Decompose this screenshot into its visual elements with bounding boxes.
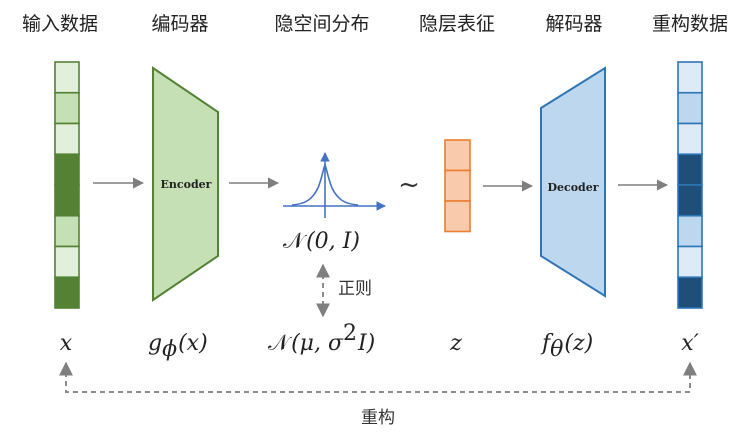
sampling-tilde: ~ — [398, 170, 420, 200]
gaussian-plot — [283, 152, 386, 218]
output-vector-cell-7 — [677, 245, 703, 279]
prior-distribution-label: 𝒩(0, I) — [283, 229, 360, 254]
header-reconstructed-data: 重构数据 — [652, 13, 728, 35]
decoder-func-arg: (z) — [564, 331, 593, 356]
encoder-label: Encoder — [161, 178, 212, 191]
header-input-data: 输入数据 — [22, 13, 98, 35]
decoder-label: Decoder — [547, 181, 598, 194]
posterior-close: I) — [357, 331, 375, 356]
prior-args: (0, I) — [306, 229, 360, 254]
latent-vector-cell-3 — [444, 200, 471, 233]
latent-vector-cell-1 — [444, 139, 471, 172]
posterior-n-symbol: 𝒩 — [268, 331, 292, 356]
regularization-label: 正则 — [338, 279, 372, 299]
posterior-distribution-label: 𝒩(μ, σ2I) — [268, 321, 375, 356]
output-vector-cell-6 — [677, 214, 703, 248]
input-symbol: x — [60, 331, 73, 356]
encoder-block — [152, 66, 219, 302]
prior-n-symbol: 𝒩 — [283, 229, 307, 254]
input-vector-cell-6 — [54, 214, 80, 248]
input-vector-cell-5 — [54, 184, 80, 217]
header-latent-representation: 隐层表征 — [419, 13, 495, 35]
output-vector-cell-3 — [677, 122, 703, 156]
output-symbol: x′ — [681, 331, 698, 356]
input-vector-cell-8 — [54, 276, 80, 309]
output-vector-cell-4 — [677, 153, 703, 186]
input-vector-cell-7 — [54, 245, 80, 279]
input-vector-cell-4 — [54, 153, 80, 186]
encoder-func-arg: (x) — [178, 331, 208, 356]
output-vector-cell-2 — [677, 91, 703, 125]
gaussian-curve — [291, 163, 359, 206]
decoder-block — [540, 66, 606, 298]
input-vector-cell-1 — [54, 61, 80, 94]
decoder-func-sub: θ — [550, 337, 563, 362]
encoder-func-sub: ϕ — [162, 337, 177, 362]
encoder-func-base: g — [148, 331, 162, 356]
input-vector-cell-2 — [54, 91, 80, 125]
encoder-function-label: gϕ(x) — [148, 331, 208, 362]
header-decoder: 解码器 — [545, 13, 602, 35]
posterior-sup: 2 — [343, 321, 357, 346]
input-vector — [54, 61, 80, 309]
latent-symbol: z — [449, 331, 462, 356]
output-vector — [677, 61, 703, 309]
output-vector-cell-8 — [677, 276, 703, 309]
reconstruction-arrow — [59, 361, 697, 393]
posterior-open: (μ, σ — [291, 331, 344, 356]
header-latent-distribution: 隐空间分布 — [274, 13, 369, 35]
reconstruction-label: 重构 — [361, 408, 395, 428]
output-vector-cell-5 — [677, 184, 703, 217]
header-encoder: 编码器 — [151, 13, 208, 35]
decoder-function-label: fθ(z) — [540, 331, 593, 362]
latent-vector — [444, 139, 471, 233]
input-vector-cell-3 — [54, 122, 80, 156]
output-vector-cell-1 — [677, 61, 703, 94]
latent-vector-cell-2 — [444, 169, 471, 202]
